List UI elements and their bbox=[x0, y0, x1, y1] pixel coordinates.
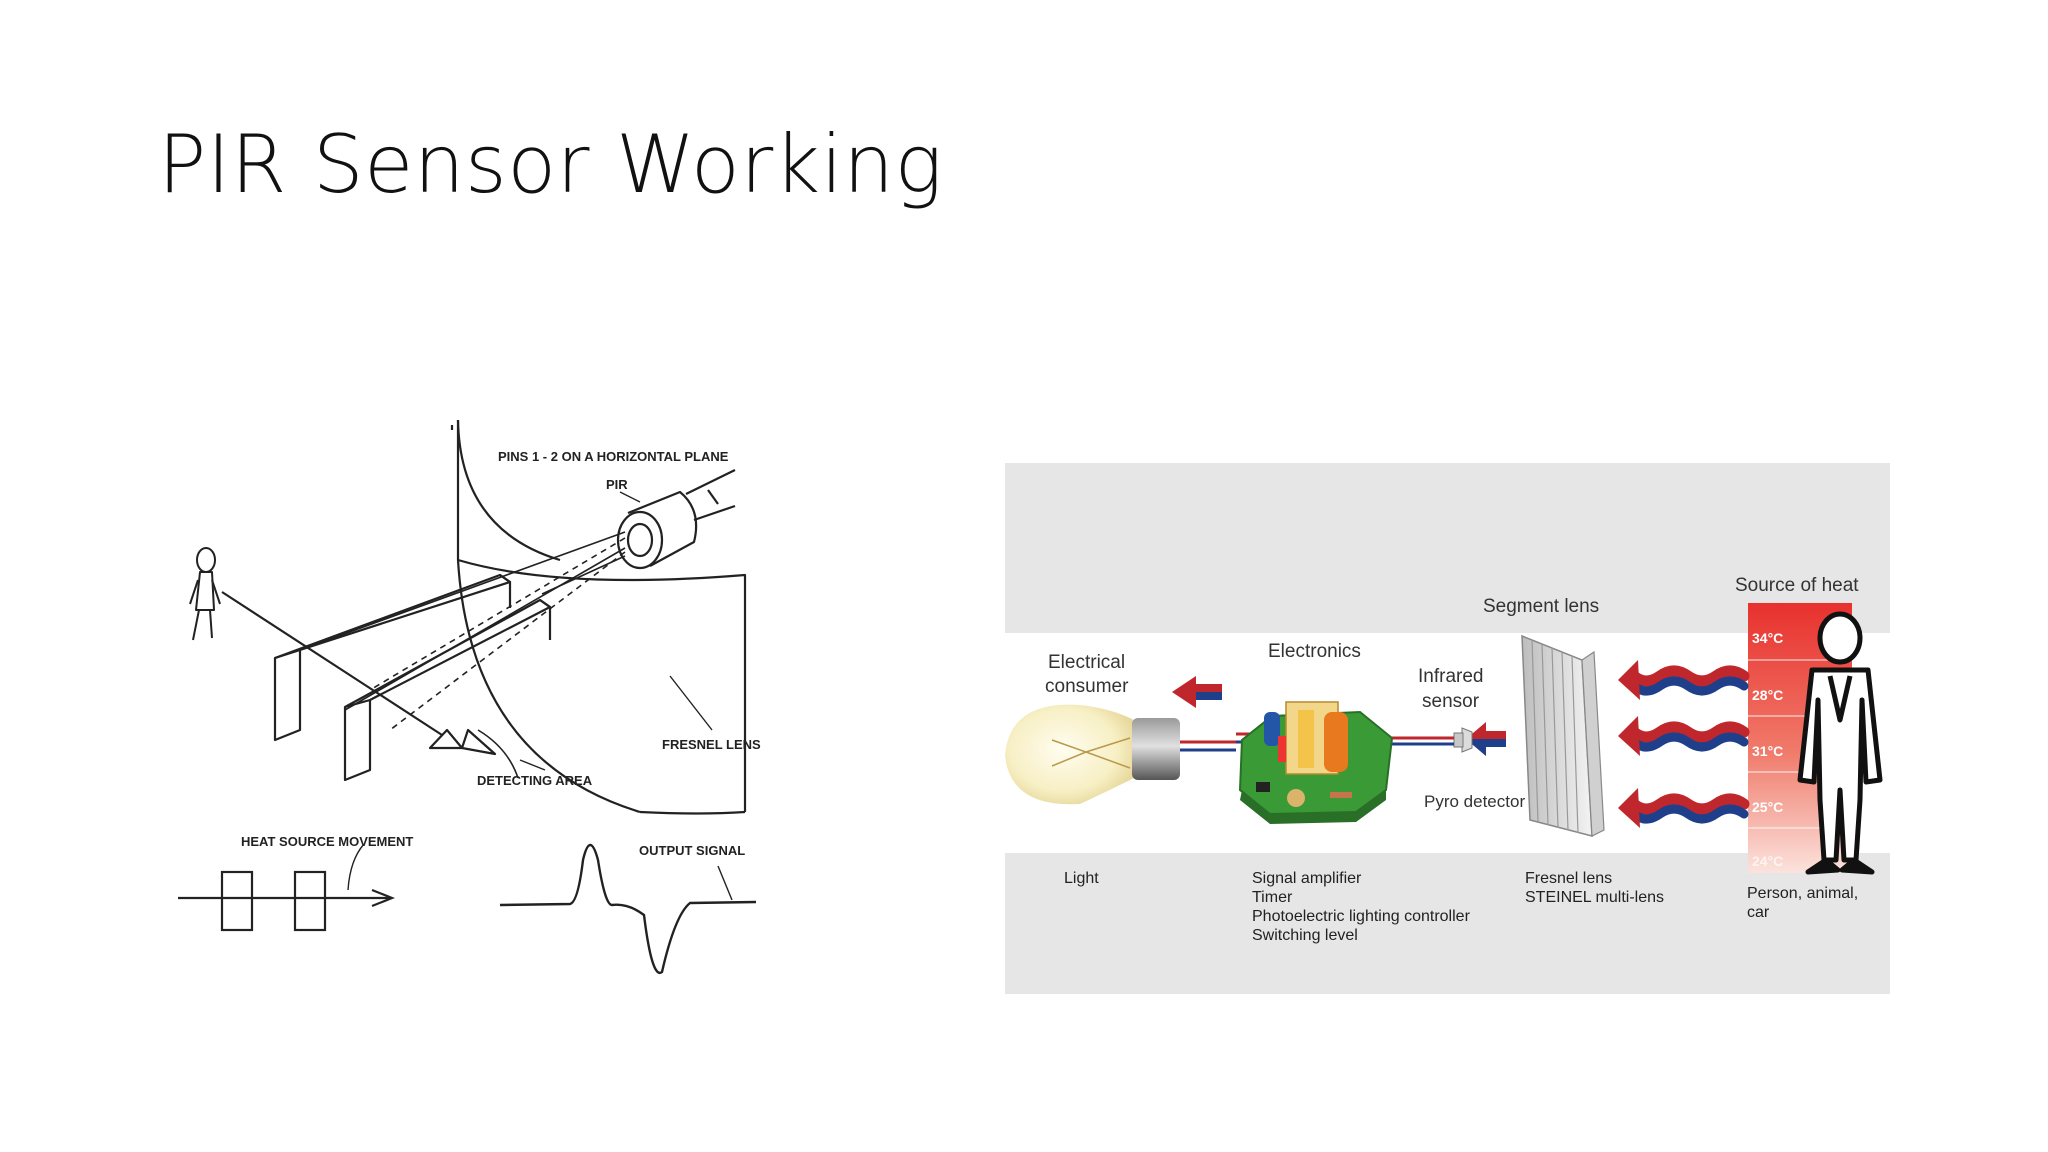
detection-zone-1 bbox=[273, 573, 512, 742]
temp-34: 34°C bbox=[1752, 630, 1783, 646]
output-leader bbox=[717, 865, 733, 901]
source-item-1: Person, animal, bbox=[1747, 885, 1858, 902]
source-item-2: car bbox=[1747, 904, 1770, 921]
electrical-consumer-line1: Electrical bbox=[1048, 652, 1125, 673]
heat-wave-1 bbox=[1618, 660, 1750, 700]
temp-28: 28°C bbox=[1752, 687, 1783, 703]
electronics-board bbox=[1238, 701, 1394, 824]
lens-item-1: Fresnel lens bbox=[1525, 870, 1612, 887]
electronics-label: Electronics bbox=[1268, 641, 1361, 662]
temp-31: 31°C bbox=[1752, 743, 1783, 759]
output-signal-label: OUTPUT SIGNAL bbox=[639, 843, 745, 858]
electronics-item-1: Signal amplifier bbox=[1252, 870, 1362, 887]
segment-lens-label: Segment lens bbox=[1483, 596, 1599, 617]
pyro-detector-label: Pyro detector bbox=[1424, 792, 1525, 811]
electronics-item-4: Switching level bbox=[1252, 927, 1358, 944]
heat-wave-2 bbox=[1618, 716, 1750, 756]
segment-lens bbox=[1521, 634, 1605, 837]
light-label: Light bbox=[1064, 870, 1099, 887]
source-of-heat-label: Source of heat bbox=[1735, 575, 1859, 596]
detecting-leader bbox=[519, 759, 546, 771]
electrical-consumer-line2: consumer bbox=[1045, 676, 1129, 697]
slide-title: PIR Sensor Working bbox=[158, 118, 944, 211]
detection-zone-2 bbox=[343, 598, 552, 782]
pir-label: PIR bbox=[606, 477, 628, 492]
pir-sensor-device bbox=[616, 469, 736, 570]
fresnel-lens-label: FRESNEL LENS bbox=[662, 737, 761, 752]
temp-24: 24°C bbox=[1752, 853, 1783, 869]
light-bulb bbox=[1005, 704, 1180, 805]
detecting-area-arc bbox=[477, 729, 519, 779]
output-arrow bbox=[1172, 676, 1222, 708]
pins-label: PINS 1 - 2 ON A HORIZONTAL PLANE bbox=[498, 449, 729, 464]
pir-system-diagram: 34°C 28°C 31°C 25°C 24°C bbox=[1005, 463, 1890, 994]
electronics-item-2: Timer bbox=[1252, 889, 1293, 906]
lens-item-2: STEINEL multi-lens bbox=[1525, 889, 1664, 906]
detecting-area-label: DETECTING AREA bbox=[477, 773, 593, 788]
temp-25: 25°C bbox=[1752, 799, 1783, 815]
heat-wave-3 bbox=[1618, 788, 1750, 828]
heat-leader bbox=[347, 843, 365, 891]
fresnel-leader bbox=[669, 675, 713, 731]
electronics-item-3: Photoelectric lighting controller bbox=[1252, 908, 1471, 925]
heat-source-movement-sketch bbox=[178, 843, 395, 932]
pir-leader bbox=[619, 491, 641, 503]
heat-source-movement-label: HEAT SOURCE MOVEMENT bbox=[241, 834, 413, 849]
output-signal-sketch bbox=[499, 843, 757, 975]
pir-sketch-diagram bbox=[189, 419, 747, 815]
infrared-sensor bbox=[1453, 727, 1473, 753]
infrared-sensor-line1: Infrared bbox=[1418, 666, 1483, 687]
person-silhouette bbox=[1797, 611, 1883, 875]
motion-arrow bbox=[221, 591, 497, 756]
detection-beams bbox=[299, 531, 626, 731]
person-figure bbox=[189, 547, 221, 641]
heat-wave-arrows bbox=[1618, 660, 1750, 828]
infrared-sensor-line2: sensor bbox=[1422, 691, 1480, 712]
